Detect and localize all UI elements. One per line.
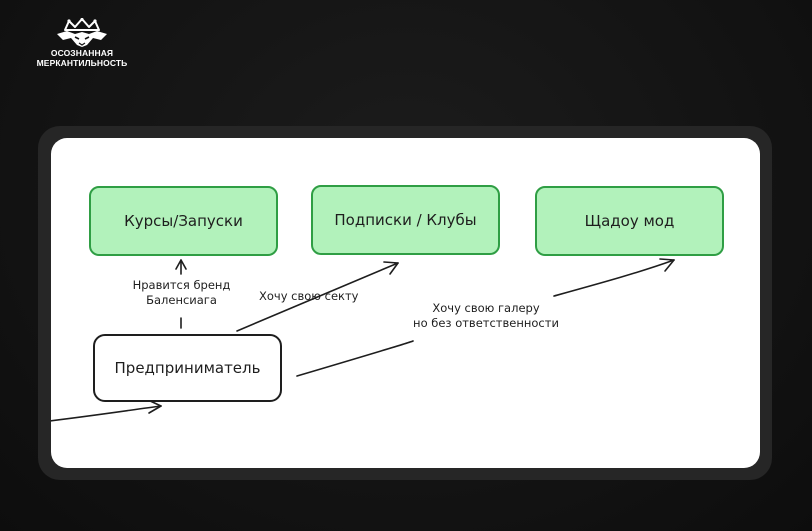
edge-label-shadow: Хочу свою галеру но без ответственности [396, 301, 576, 331]
arrow-to-subscriptions-head [383, 261, 399, 275]
edge-label-courses: Нравится бренд Баленсиага [119, 278, 244, 308]
incoming-arrow-head [147, 399, 162, 414]
edge-label-shadow-line2: но без ответственности [413, 316, 559, 330]
arrow-to-shadow [296, 340, 414, 377]
edge-label-shadow-line1: Хочу свою галеру [432, 301, 540, 315]
node-shadow-label: Щадоу мод [584, 212, 675, 230]
node-subscriptions: Подписки / Клубы [311, 185, 500, 255]
arrow-to-courses-head [175, 259, 187, 270]
node-entrepreneur-label: Предприниматель [114, 359, 261, 377]
arrow-to-shadow-head [659, 258, 675, 272]
wolf-crown-icon [57, 18, 107, 47]
edge-label-courses-line2: Баленсиага [146, 293, 217, 307]
node-subscriptions-label: Подписки / Клубы [334, 211, 477, 229]
arrow-to-shadow-2 [553, 259, 675, 297]
node-courses: Курсы/Запуски [89, 186, 278, 256]
node-shadow: Щадоу мод [535, 186, 724, 256]
diagram-canvas: Курсы/Запуски Подписки / Клубы Щадоу мод… [51, 138, 760, 468]
edge-label-courses-line1: Нравится бренд [132, 278, 231, 292]
brand-name-line2: МЕРКАНТИЛЬНОСТЬ [36, 58, 128, 68]
brand-logo: ОСОЗНАННАЯ МЕРКАНТИЛЬНОСТЬ [22, 18, 142, 68]
incoming-arrow [51, 405, 162, 422]
node-courses-label: Курсы/Запуски [124, 212, 243, 230]
edge-label-subscriptions: Хочу свою секту [259, 289, 359, 303]
diagram-connectors [51, 258, 675, 422]
node-entrepreneur: Предприниматель [93, 334, 282, 402]
arrow-to-subscriptions [236, 262, 399, 332]
brand-name-line1: ОСОЗНАННАЯ [50, 48, 114, 58]
